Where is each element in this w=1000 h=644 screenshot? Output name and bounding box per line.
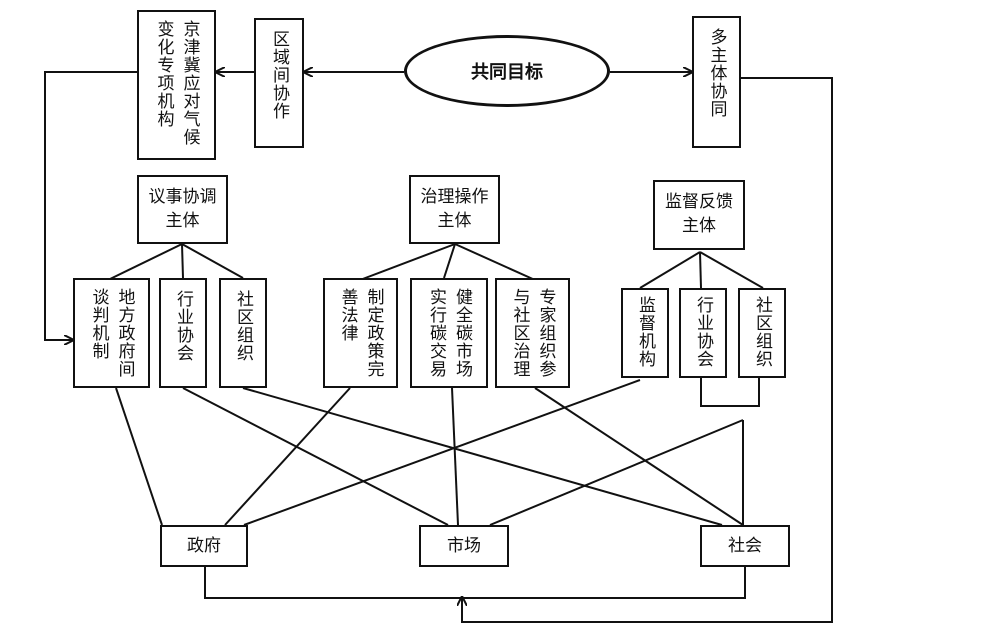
gov-talks-label: 地方政府间谈判机制 [88,288,135,378]
supervision-agency-box: 监督机构 [621,288,669,378]
policy-law-box: 制定政策完善法律 [323,278,398,388]
society-label: 社会 [728,536,762,556]
loop-mechanism-to-gov-talks [44,71,137,340]
climate-mechanism-box: 京津冀应对气候变化专项机构 [137,10,216,160]
deliberation-industry-box: 行业协会 [159,278,207,388]
supervision-community-label: 社区组织 [752,296,772,368]
supervision-agency-label: 监督机构 [635,296,655,368]
supervision-industry-label: 行业协会 [693,296,713,368]
expert-community-box: 专家组织参与社区治理 [495,278,570,388]
market-label: 市场 [447,536,481,556]
regional-coop-label: 区域间协作 [269,30,289,120]
government-box: 政府 [160,525,248,567]
deliberation-group-label: 议事协调主体 [148,187,217,231]
expert-community-label: 专家组织参与社区治理 [509,288,556,378]
deliberation-community-label: 社区组织 [233,290,253,362]
common-goal-label: 共同目标 [471,62,543,83]
carbon-market-box: 健全碳市场实行碳交易 [410,278,488,388]
regional-coop-box: 区域间协作 [254,18,304,148]
loop-multi-to-market [462,77,833,623]
gov-talks-box: 地方政府间谈判机制 [73,278,150,388]
deliberation-community-box: 社区组织 [219,278,267,388]
deliberation-industry-label: 行业协会 [173,290,193,362]
market-box: 市场 [419,525,509,567]
supervision-industry-box: 行业协会 [679,288,727,378]
common-goal-oval: 共同目标 [404,35,610,107]
operation-group-box: 治理操作主体 [409,175,500,244]
supervision-group-box: 监督反馈主体 [653,180,745,250]
supervision-group-label: 监督反馈主体 [665,192,733,236]
carbon-market-label: 健全碳市场实行碳交易 [426,288,472,378]
multi-actor-label: 多主体协同 [706,28,727,118]
deliberation-group-box: 议事协调主体 [137,175,228,244]
supervision-community-box: 社区组织 [738,288,786,378]
climate-mechanism-label: 京津冀应对气候变化专项机构 [153,20,200,146]
multi-actor-box: 多主体协同 [692,16,741,148]
government-label: 政府 [187,536,221,556]
operation-group-label: 治理操作主体 [420,187,489,231]
policy-law-label: 制定政策完善法律 [337,288,384,378]
society-box: 社会 [700,525,790,567]
